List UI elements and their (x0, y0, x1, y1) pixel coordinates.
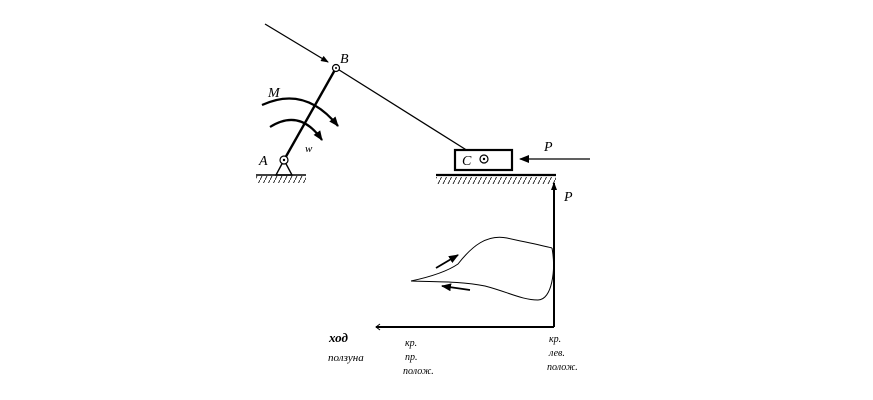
ground-support-a (256, 174, 306, 183)
label-left-position-2: пр. (405, 352, 418, 363)
moment-arc (261, 97, 339, 127)
label-point-a: A (258, 154, 268, 169)
joint-a (279, 155, 289, 165)
angular-velocity-arc (269, 118, 323, 141)
label-right-position-1: кр. (549, 334, 561, 345)
label-right-position-2: лев. (548, 348, 565, 359)
connecting-rod-bc (335, 67, 477, 157)
label-left-position-1: кр. (405, 338, 417, 349)
label-x-axis-line2: ползуна (328, 352, 364, 364)
label-left-position-3: полож. (403, 366, 434, 377)
pivot-support-triangle (274, 158, 294, 176)
label-graph-y-axis: P (563, 190, 573, 205)
label-point-c: C (462, 154, 472, 169)
label-force-slider: P (543, 140, 553, 155)
label-point-b: B (340, 52, 349, 67)
crank-ab (282, 67, 338, 161)
x-axis-left-tick (375, 323, 381, 331)
label-angular-velocity: w (305, 143, 313, 155)
curve-direction-arrow-forward (435, 254, 459, 269)
joint-b (331, 63, 341, 73)
label-x-axis-line1: ход (328, 330, 349, 345)
force-curve-lower (410, 247, 554, 301)
label-right-position-3: полож. (547, 362, 578, 373)
input-line (264, 23, 329, 63)
force-curve-upper (410, 236, 553, 282)
curve-direction-arrow-return (441, 283, 471, 292)
joint-c (479, 154, 489, 164)
label-moment: M (267, 86, 281, 101)
ground-slider-guide (436, 173, 556, 184)
